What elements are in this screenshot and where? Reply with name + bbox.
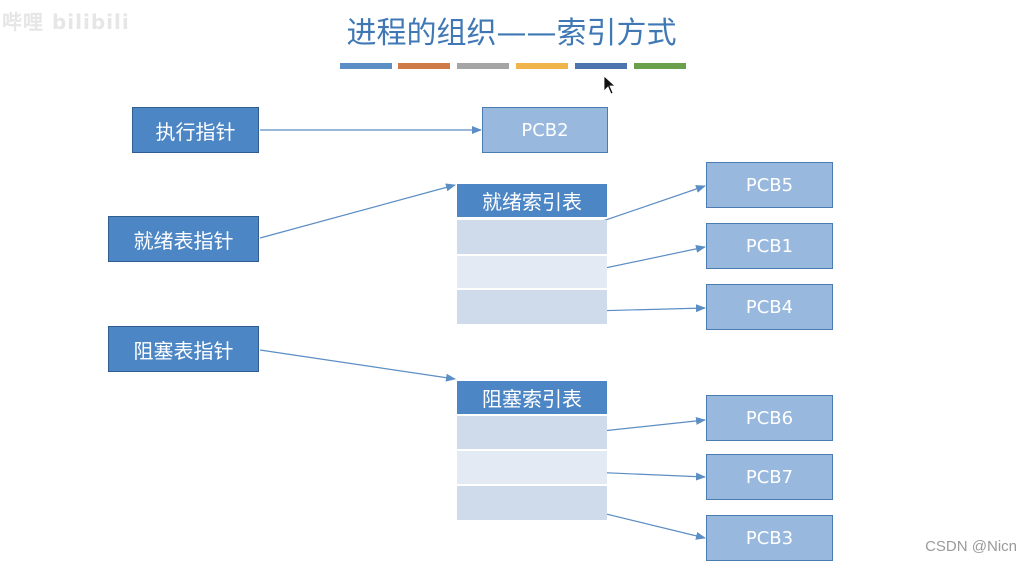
pcb-ready-box: PCB5 xyxy=(706,162,833,208)
color-bar-segment xyxy=(398,63,450,69)
color-bar-segment xyxy=(575,63,627,69)
page-title: 进程的组织——索引方式 xyxy=(346,16,677,51)
bilibili-watermark: 哔哩 bilibili xyxy=(2,10,130,34)
blocked-table-row xyxy=(457,451,607,484)
color-bar-segment xyxy=(340,63,392,69)
blocked-pointer-box: 阻塞表指针 xyxy=(108,326,259,372)
pcb-ready-box: PCB1 xyxy=(706,223,833,269)
blocked-table-header: 阻塞索引表 xyxy=(457,381,607,414)
ready-table-row xyxy=(457,290,607,324)
color-bar-segment xyxy=(457,63,509,69)
ready-table-row xyxy=(457,256,607,288)
ready-table-header: 就绪索引表 xyxy=(457,184,607,217)
pcb-blocked-box: PCB3 xyxy=(706,515,833,561)
pcb-blocked-box: PCB7 xyxy=(706,454,833,500)
blocked-table-row xyxy=(457,416,607,449)
csdn-watermark: CSDN @Nicn xyxy=(925,538,1017,555)
arrow-ready-to-table xyxy=(259,183,456,239)
exec-pointer-box: 执行指针 xyxy=(132,107,259,153)
pcb-blocked-box: PCB6 xyxy=(706,395,833,441)
color-bar-segment xyxy=(634,63,686,69)
blocked-table-row xyxy=(457,486,607,520)
ready-table-row xyxy=(457,220,607,254)
ready-pointer-box: 就绪表指针 xyxy=(108,216,259,262)
pcb-exec-box: PCB2 xyxy=(482,107,608,153)
pcb-ready-box: PCB4 xyxy=(706,284,833,330)
arrow-blocked-to-table xyxy=(259,349,456,382)
color-bar-segment xyxy=(516,63,568,69)
